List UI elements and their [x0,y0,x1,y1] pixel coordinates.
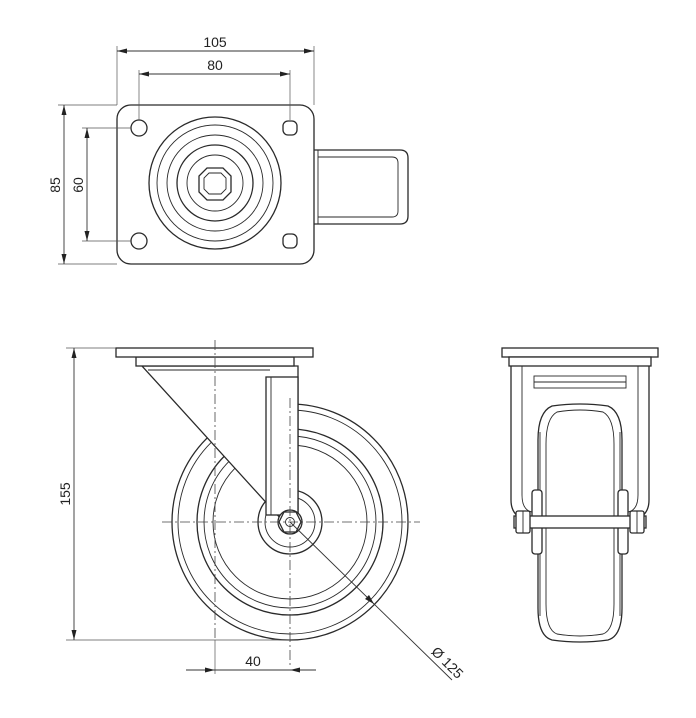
dim-hole-spacing-y: 60 [70,177,86,193]
dim-hole-spacing-x: 80 [207,57,223,73]
dim-overall-height: 155 [57,482,73,506]
swivel-race-inner [176,144,254,222]
dim-plate-width: 105 [203,34,227,50]
dim-plate-length: 85 [47,177,63,193]
bolt-hole-slot [282,233,298,249]
top-view: 105 80 85 60 [47,34,409,265]
side-view: 155 40 Ø 125 [57,340,467,682]
mounting-plate [116,104,315,265]
swivel-race-outer [148,116,282,250]
bolt-hole-slot [282,120,298,136]
kingpin-nut [198,167,232,201]
top-view-fork [299,149,409,225]
side-view-plate [115,347,314,358]
axle-bolt [513,515,647,529]
front-view-plate [501,347,659,358]
front-view [501,347,659,643]
dim-offset: 40 [245,653,261,669]
